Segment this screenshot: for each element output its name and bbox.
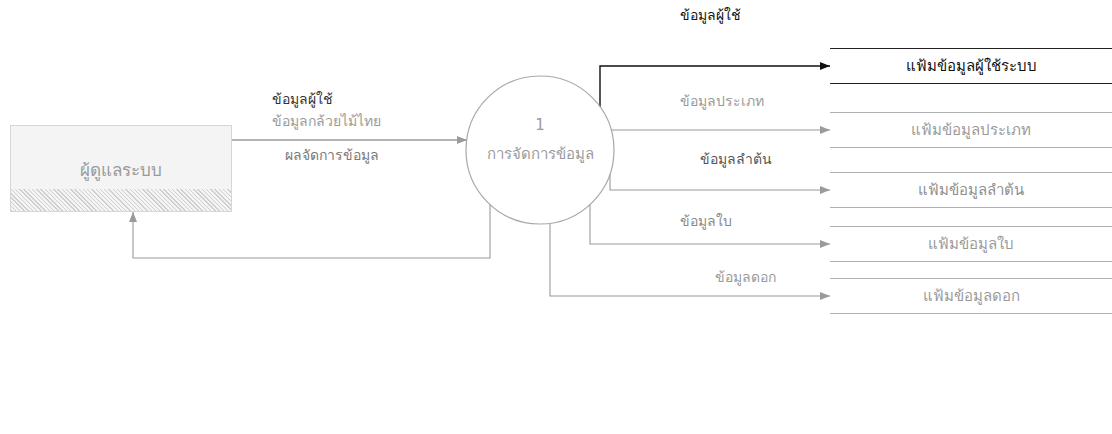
data-flow <box>133 205 490 258</box>
process-circle: 1 การจัดการข้อมูล <box>465 75 615 225</box>
flow-label: ข้อมูลผู้ใช้ <box>680 6 741 24</box>
flow-label: ข้อมูลใบ <box>680 212 732 230</box>
node-label: แฟ้มข้อมูลดอก <box>923 284 1020 308</box>
flow-label: ข้อมูลผู้ใช้ <box>272 90 333 108</box>
process-circle-line <box>466 76 614 224</box>
node-label: แฟ้มข้อมูลผู้ใช้ระบบ <box>906 54 1037 78</box>
node-label: แฟ้มข้อมูลลำต้น <box>918 178 1024 202</box>
data-store: แฟ้มข้อมูลประเภท <box>830 112 1112 148</box>
node-label: แฟ้มข้อมูลใบ <box>928 232 1014 256</box>
flow-label: ข้อมูลลำต้น <box>700 150 772 168</box>
node-label: การจัดการข้อมูล <box>487 142 594 166</box>
data-flow <box>610 174 830 190</box>
data-flow <box>550 223 830 296</box>
flow-label: ข้อมูลดอก <box>715 268 776 286</box>
flow-label: ข้อมูลประเภท <box>680 92 764 110</box>
data-flow <box>611 129 830 130</box>
node-label: ผู้ดูแลระบบ <box>80 156 162 183</box>
node-label: แฟ้มข้อมูลประเภท <box>911 118 1031 142</box>
data-store: แฟ้มข้อมูลผู้ใช้ระบบ <box>830 48 1112 84</box>
data-store: แฟ้มข้อมูลใบ <box>830 226 1112 262</box>
data-store: แฟ้มข้อมูลดอก <box>830 278 1112 314</box>
process-number: 1 <box>535 116 545 134</box>
flow-label: ข้อมูลกล้วยไม้ไทย <box>272 112 381 130</box>
data-flow <box>232 139 467 140</box>
data-store: แฟ้มข้อมูลลำต้น <box>830 172 1112 208</box>
data-flow <box>590 205 830 244</box>
flow-label: ผลจัดการข้อมูล <box>285 146 379 164</box>
data-flow <box>232 139 467 140</box>
external-entity: ผู้ดูแลระบบ <box>10 125 232 212</box>
